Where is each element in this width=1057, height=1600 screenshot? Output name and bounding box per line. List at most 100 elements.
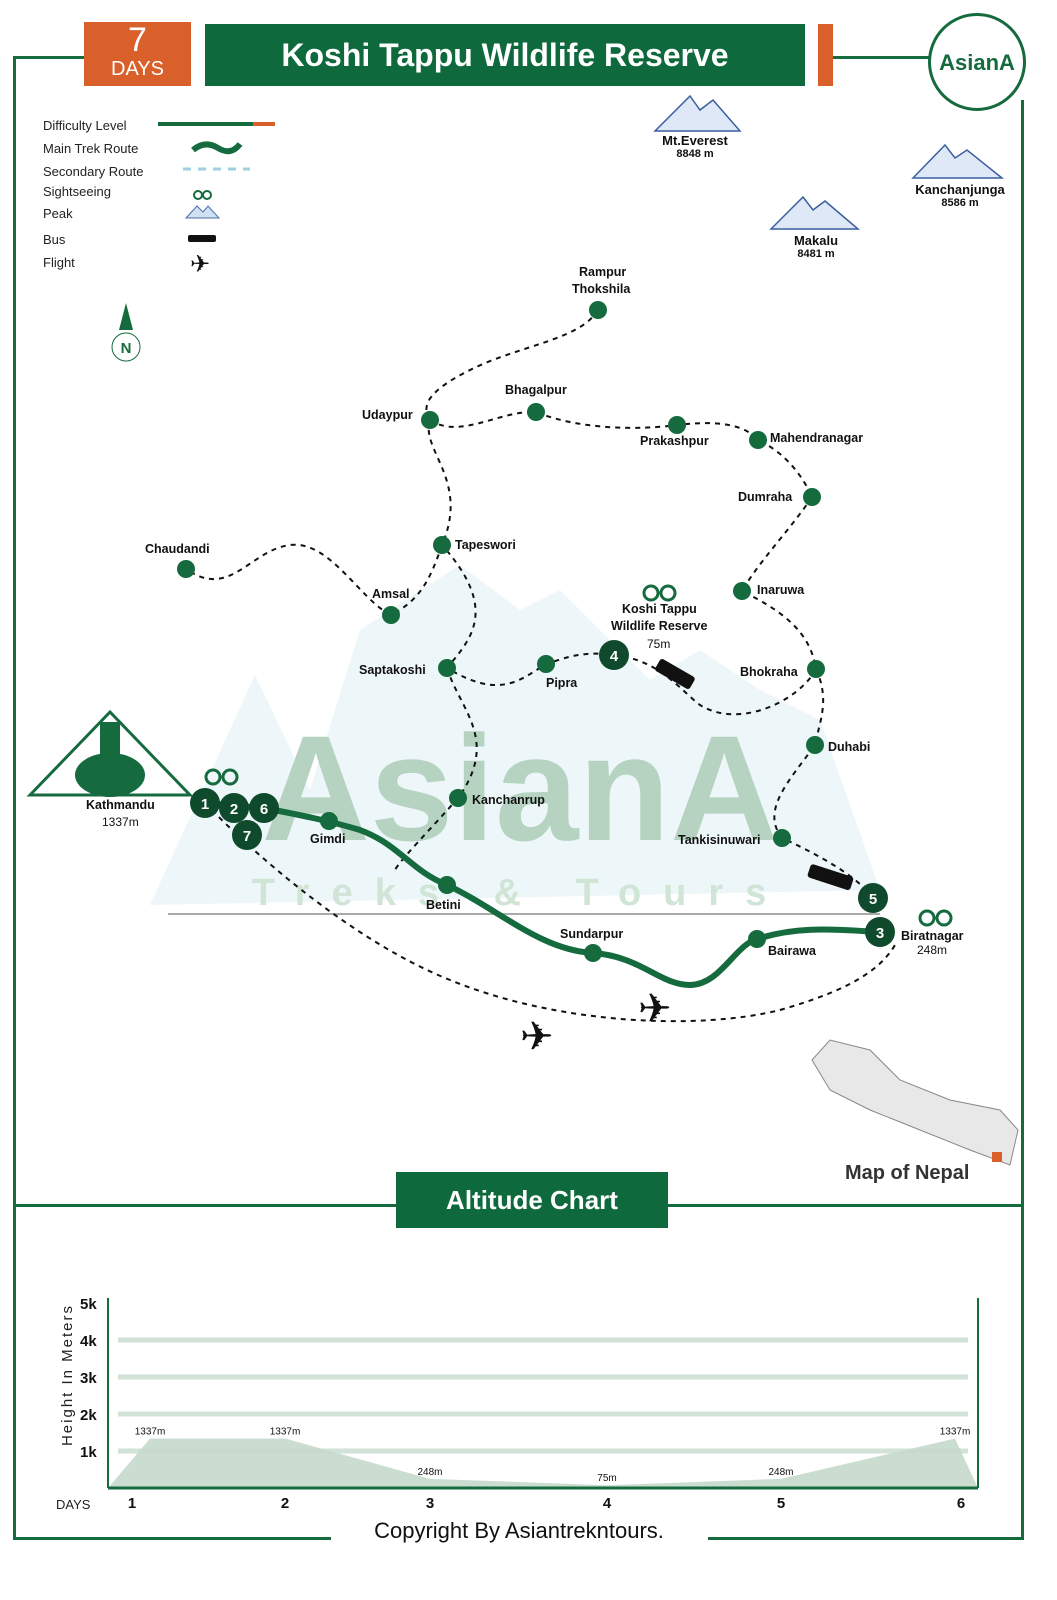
svg-text:2: 2: [230, 801, 238, 818]
svg-text:5: 5: [869, 891, 877, 908]
y-tick-label: 5k: [80, 1296, 97, 1313]
bus-icon: [188, 235, 216, 242]
nepal-location-marker: [992, 1152, 1002, 1162]
svg-text:N: N: [121, 340, 132, 357]
x-tick-label: 2: [281, 1495, 289, 1512]
place-biratnagar: Biratnagar: [901, 929, 964, 943]
altitude-area: [108, 1438, 978, 1488]
y-tick-label: 4k: [80, 1333, 97, 1350]
plane-icon: ✈: [190, 251, 210, 278]
place-bhagalpur: Bhagalpur: [505, 383, 567, 397]
flight-icon: ✈: [638, 987, 672, 1031]
kanchanjunga-peak-icon: [911, 143, 1005, 179]
title-accent: [818, 24, 833, 86]
sightseeing-koshi-icon: [642, 584, 677, 602]
legend-icons: ✈: [158, 122, 275, 278]
legend-difficulty-label: Difficulty Level: [43, 118, 127, 133]
svg-text:AsianA: AsianA: [262, 704, 779, 872]
place-betini: Betini: [426, 898, 461, 912]
place-prakashpur: Prakashpur: [640, 434, 709, 448]
place-gimdi: Gimdi: [310, 832, 346, 846]
koshi-altitude: 75m: [647, 637, 671, 651]
svg-text:4: 4: [610, 648, 619, 665]
x-axis-title: DAYS: [56, 1497, 91, 1512]
bus-koshi-icon: [655, 659, 695, 689]
main-route-icon: [191, 141, 243, 155]
days-number: 7: [128, 21, 147, 59]
biratnagar-altitude: 248m: [917, 943, 948, 957]
place-inaruwa: Inaruwa: [757, 583, 805, 597]
place-dots: [177, 301, 825, 962]
frame-top-left: [13, 56, 85, 59]
peak-icon: [184, 205, 221, 219]
data-label: 1337m: [940, 1427, 971, 1438]
svg-text:Treks & Tours: Treks & Tours: [252, 872, 789, 914]
svg-text:3: 3: [876, 925, 884, 942]
sightseeing-biratnagar-icon: [918, 909, 953, 927]
place-tapeswori: Tapeswori: [455, 538, 516, 552]
place-chaudandi: Chaudandi: [145, 542, 210, 556]
y-tick-label: 1k: [80, 1444, 97, 1461]
data-label: 1337m: [135, 1427, 166, 1438]
altitude-chart: Height In Meters DAYS 1k 2k 3k 4k 5k 1337m 133…: [56, 1296, 979, 1512]
day-marker-6: 6: [249, 793, 279, 823]
binoculars-icon: [193, 190, 212, 200]
x-tick-label: 6: [957, 1495, 965, 1512]
data-label: 248m: [417, 1467, 442, 1478]
place-kanchanrup: Kanchanrup: [472, 793, 545, 807]
place-saptakoshi: Saptakoshi: [359, 663, 426, 677]
company-logo: AsianA: [928, 13, 1026, 111]
legend-flight-label: Flight: [43, 255, 75, 270]
frame-bottom-left: [13, 1537, 331, 1540]
legend-bus-label: Bus: [43, 232, 66, 247]
day-marker-3: 3: [865, 917, 895, 947]
day-marker-1: 1: [190, 788, 220, 818]
legend-secondary-route-label: Secondary Route: [43, 164, 144, 179]
place-bhokraha: Bhokraha: [740, 665, 798, 679]
legend-main-route-label: Main Trek Route: [43, 141, 139, 156]
brand-watermark: AsianA Treks & Tours: [150, 565, 880, 914]
day-marker-2: 2: [219, 793, 249, 823]
x-tick-label: 5: [777, 1495, 785, 1512]
place-mahendranagar: Mahendranagar: [770, 431, 864, 445]
place-sundarpur: Sundarpur: [560, 927, 624, 941]
y-tick-label: 2k: [80, 1407, 97, 1424]
svg-text:1: 1: [201, 796, 209, 813]
data-label: 248m: [768, 1467, 793, 1478]
bus-biratnagar-icon: [807, 864, 854, 890]
svg-text:6: 6: [260, 801, 268, 818]
data-label: 1337m: [270, 1427, 301, 1438]
everest-peak-icon: [653, 94, 742, 132]
frame-right: [1021, 100, 1024, 1540]
north-compass-icon: N: [111, 303, 141, 362]
y-axis-title: Height In Meters: [59, 1304, 76, 1446]
x-tick-label: 3: [426, 1495, 434, 1512]
place-udaypur: Udaypur: [362, 408, 413, 422]
place-bairawa: Bairawa: [768, 944, 816, 958]
place-rampur: Rampur: [579, 265, 627, 279]
trek-map: ✈ N AsianA Treks & Tours 1 2 6 7 4 5 3: [26, 94, 1019, 1166]
svg-text:7: 7: [243, 828, 251, 845]
day-marker-4: 4: [599, 640, 629, 670]
data-label: 75m: [597, 1473, 616, 1484]
kathmandu-altitude: 1337m: [102, 815, 139, 829]
place-thokshila: Thokshila: [572, 282, 631, 296]
frame-top-right: [833, 56, 929, 59]
place-wildlife-reserve: Wildlife Reserve: [611, 619, 708, 633]
place-dumraha: Dumraha: [738, 490, 793, 504]
flight-icon: ✈: [520, 1015, 554, 1059]
stupa-icon: [26, 709, 194, 797]
x-tick-label: 4: [603, 1495, 612, 1512]
place-duhabi: Duhabi: [828, 740, 871, 754]
place-kathmandu: Kathmandu: [86, 798, 155, 812]
day-marker-5: 5: [858, 883, 888, 913]
place-amsal: Amsal: [372, 587, 410, 601]
y-tick-label: 3k: [80, 1370, 97, 1387]
sightseeing-kathmandu-icon: [204, 768, 239, 786]
frame-left: [13, 56, 16, 1540]
place-pipra: Pipra: [546, 676, 578, 690]
